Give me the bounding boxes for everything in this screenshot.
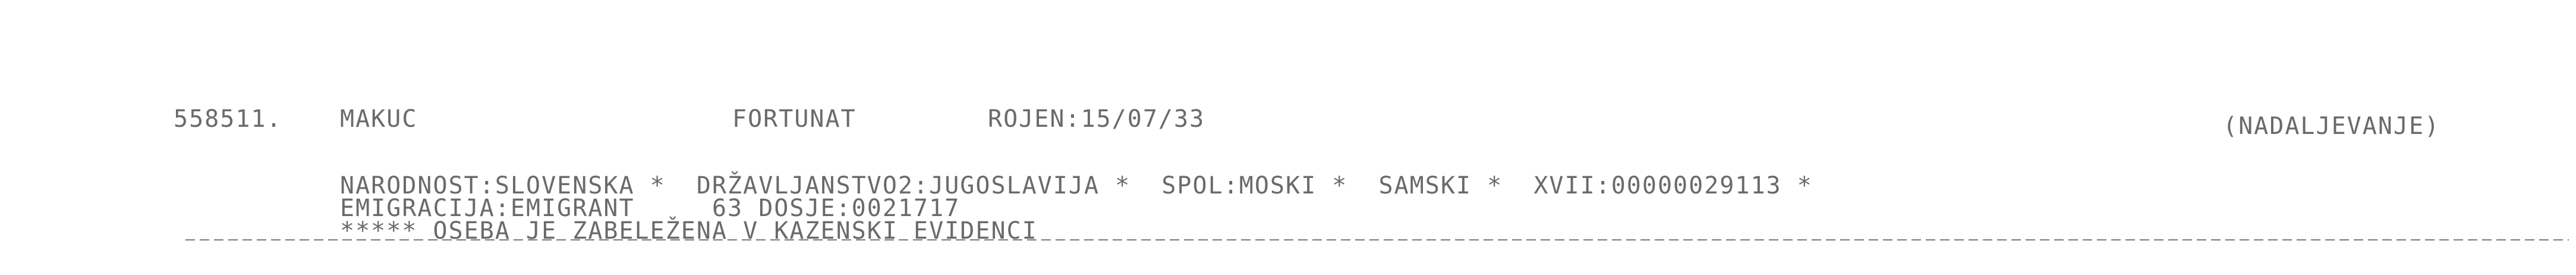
birth-date: ROJEN:15/07/33 xyxy=(988,105,1205,133)
dashed-separator xyxy=(185,239,2569,240)
surname: MAKUC xyxy=(340,105,418,133)
continuation-label: (NADALJEVANJE) xyxy=(2223,112,2440,140)
details-line-3: ***** OSEBA JE ZABELEŽENA V KAZENSKI EVI… xyxy=(340,217,1038,245)
forename: FORTUNAT xyxy=(732,105,856,133)
details-line-2: EMIGRACIJA:EMIGRANT 63 DOSJE:0021717 xyxy=(340,195,961,222)
record-id: 558511. xyxy=(174,105,282,133)
details-line-1: NARODNOST:SLOVENSKA * DRŽAVLJANSTVO2:JUG… xyxy=(340,172,1813,199)
